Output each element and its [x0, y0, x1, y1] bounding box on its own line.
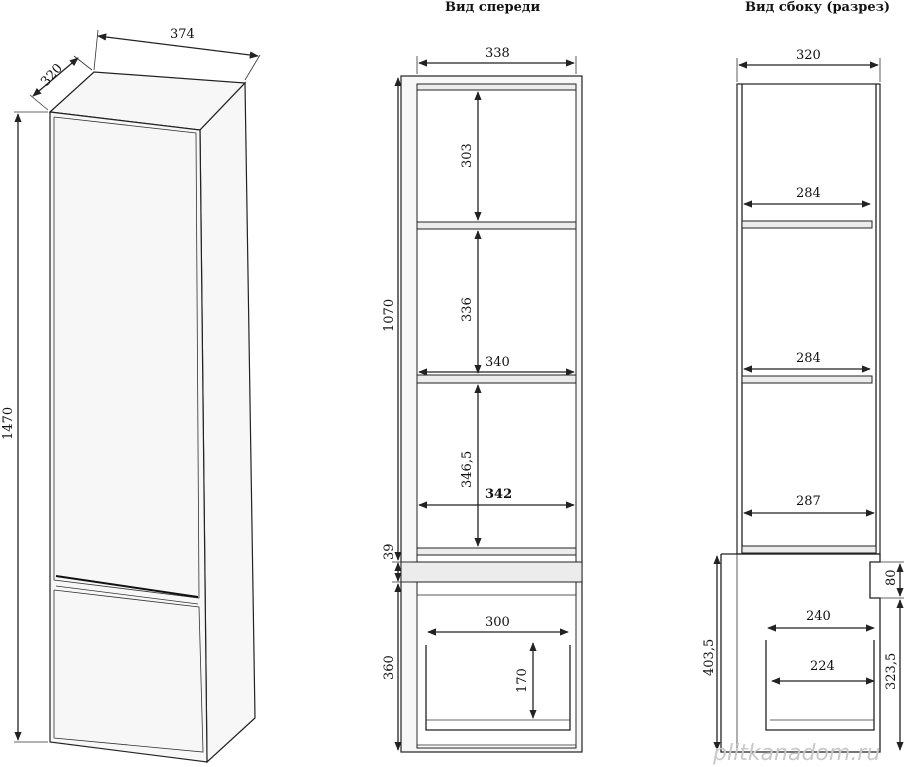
side-shelf-2	[741, 375, 873, 384]
dim-iso-height: 1470	[1, 407, 16, 440]
dim-side-handle: 80	[884, 569, 899, 586]
front-view-title: Вид спереди	[445, 0, 541, 15]
dim-front-upper-height: 1070	[382, 299, 397, 332]
side-shelf-3	[741, 545, 877, 554]
dim-iso-depth: 320	[38, 61, 66, 89]
dim-side-shelf2: 284	[796, 351, 821, 366]
side-view-title: Вид сбоку (разрез)	[745, 0, 890, 15]
watermark: plitkanadom.ru	[712, 741, 880, 766]
dim-side-shelf3: 287	[796, 494, 821, 509]
dim-side-drawer-outer: 240	[806, 609, 831, 624]
side-upper-carcass	[736, 83, 881, 555]
front-drawer-box	[416, 594, 577, 746]
dim-iso-width: 374	[170, 27, 195, 42]
front-plinth-board	[400, 561, 583, 583]
cabinet-front-face	[49, 111, 208, 763]
dim-front-shelf2-gap: 336	[460, 297, 475, 322]
isometric-view: 374 320 1470	[1, 27, 261, 764]
dim-front-lower-height: 360	[382, 655, 397, 680]
dim-front-shelf3-width: 342	[485, 487, 512, 502]
dim-front-shelf1-gap: 303	[460, 143, 475, 168]
side-shelf-1	[741, 220, 873, 229]
upper-door-outline	[53, 116, 200, 599]
side-view: Вид сбоку (разрез) 320 284 284 287 80	[702, 0, 904, 753]
dim-side-lower-height: 403,5	[702, 639, 717, 676]
dim-side-drawer-inner: 224	[810, 659, 835, 674]
side-drawer-box	[765, 640, 875, 731]
lower-door-outline	[53, 589, 204, 753]
front-shelf-3	[416, 547, 577, 556]
dim-side-lower-inner: 323,5	[884, 653, 899, 690]
dim-front-drawer-width: 300	[485, 615, 510, 630]
front-drawer-inner	[425, 645, 571, 731]
dim-side-width: 320	[796, 48, 821, 63]
dim-front-drawer-height: 170	[515, 668, 530, 693]
front-shelf-1	[416, 221, 577, 230]
cabinet-side-face	[199, 81, 256, 764]
dim-front-shelf2-width: 340	[485, 355, 510, 370]
door-handle-groove	[55, 575, 199, 598]
front-view: Вид спереди 338 1070 303 336 340 346,5	[382, 0, 583, 753]
dim-front-plinth: 39	[382, 543, 397, 560]
dim-front-shelf3-gap: 346,5	[460, 451, 475, 488]
front-top-board	[416, 83, 577, 91]
front-shelf-2	[416, 374, 577, 384]
dim-side-shelf1: 284	[796, 186, 821, 201]
side-lower-carcass	[720, 554, 881, 753]
dim-front-width: 338	[485, 46, 510, 61]
